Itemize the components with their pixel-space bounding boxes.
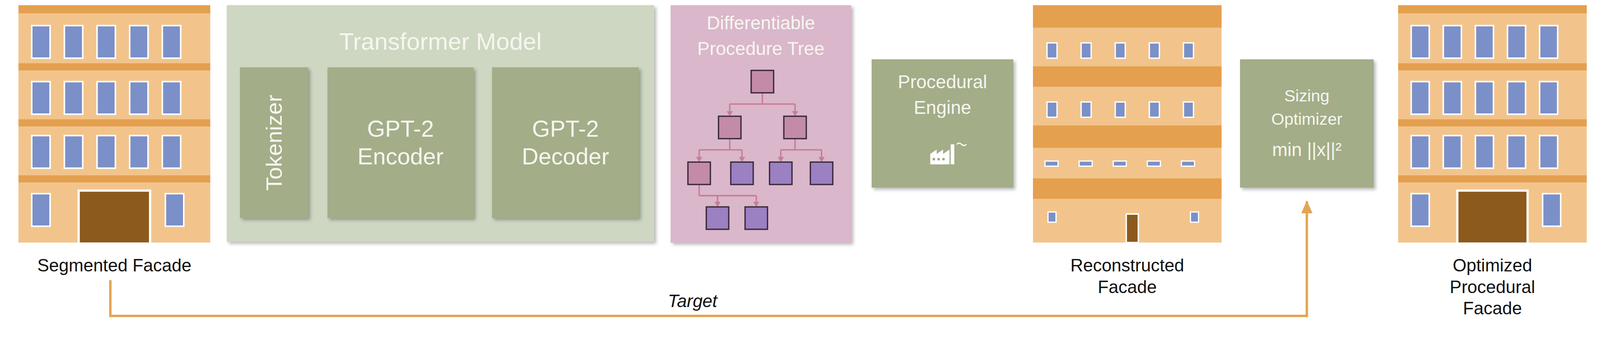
window xyxy=(1539,25,1558,59)
window xyxy=(64,25,83,59)
window xyxy=(1443,135,1462,169)
window xyxy=(1507,135,1526,169)
facade-band xyxy=(18,119,211,127)
window xyxy=(1183,42,1194,59)
facade-band xyxy=(1398,175,1587,183)
window xyxy=(1475,81,1494,115)
window xyxy=(162,81,181,115)
door xyxy=(78,190,151,243)
reconstructed-facade-illustration xyxy=(1032,5,1222,243)
facade-band xyxy=(1032,178,1222,200)
window xyxy=(1149,42,1160,59)
facade-caption: Optimized Procedural Facade xyxy=(1432,254,1553,320)
window xyxy=(1539,135,1558,169)
facade-band xyxy=(1398,119,1587,127)
window xyxy=(162,135,181,169)
window xyxy=(1443,25,1462,59)
facade-band xyxy=(1032,66,1222,87)
window xyxy=(1411,193,1430,227)
window xyxy=(1079,161,1093,167)
box-label: GPT-2 Decoder xyxy=(491,115,639,171)
box-title: Transformer Model xyxy=(232,26,649,58)
tree-box: Differentiable Procedure Tree xyxy=(670,5,852,243)
window xyxy=(1507,81,1526,115)
window xyxy=(1081,42,1092,59)
window xyxy=(129,81,149,115)
process-box: Sizing Optimizer min ||x||² xyxy=(1240,59,1374,188)
window xyxy=(97,81,116,115)
window xyxy=(129,25,149,59)
window xyxy=(64,81,83,115)
window xyxy=(97,135,116,169)
box-title: Differentiable Procedure Tree xyxy=(676,10,846,62)
facade-node: Segmented Facade xyxy=(18,5,211,277)
box-title: Procedural Engine xyxy=(877,69,1008,121)
window xyxy=(31,25,51,59)
facade-band xyxy=(1398,63,1587,71)
formula: min ||x||² xyxy=(1265,136,1348,163)
segmented-facade-illustration xyxy=(18,5,211,243)
window xyxy=(1475,135,1494,169)
process-box: Tokenizer xyxy=(239,67,309,219)
edge-label: Target xyxy=(667,291,718,312)
box-label: Tokenizer xyxy=(259,94,289,192)
facade-wall xyxy=(1032,5,1222,243)
window xyxy=(64,135,83,169)
facade-caption: Segmented Facade xyxy=(18,254,211,277)
window xyxy=(1048,212,1057,223)
window xyxy=(1507,25,1526,59)
facade-band xyxy=(1032,125,1222,149)
process-box: Procedural Engine xyxy=(871,59,1014,188)
window xyxy=(31,135,51,169)
optimized-facade-illustration xyxy=(1398,5,1587,243)
window xyxy=(1183,101,1194,118)
window xyxy=(31,193,51,227)
window xyxy=(1411,81,1430,115)
group-box: Transformer ModelTokenizer GPT-2 Encoder G… xyxy=(226,5,655,242)
window xyxy=(129,135,149,169)
window xyxy=(1081,101,1092,118)
window xyxy=(1443,81,1462,115)
facade-node: Optimized Procedural Facade xyxy=(1398,5,1587,320)
facade-band xyxy=(1032,5,1222,28)
window xyxy=(1411,135,1430,169)
window xyxy=(1542,193,1561,227)
facade-band xyxy=(18,63,211,71)
box-label: Sizing Optimizer xyxy=(1240,84,1374,132)
window xyxy=(165,193,184,227)
process-box: GPT-2 Decoder xyxy=(491,67,639,219)
facade-caption: Reconstructed Facade xyxy=(1059,254,1196,298)
facade-band xyxy=(18,5,211,14)
window xyxy=(162,25,181,59)
window xyxy=(31,81,51,115)
window xyxy=(1149,101,1160,118)
window xyxy=(1190,212,1199,223)
facade-node: Reconstructed Facade xyxy=(1032,5,1222,298)
facade-band xyxy=(1398,5,1587,14)
window xyxy=(1115,42,1126,59)
window xyxy=(1047,42,1058,59)
process-box: GPT-2 Encoder xyxy=(327,67,474,219)
window xyxy=(1047,101,1058,118)
window xyxy=(1115,101,1126,118)
window xyxy=(1411,25,1430,59)
window xyxy=(1044,161,1059,167)
window xyxy=(1475,25,1494,59)
window xyxy=(1113,161,1127,167)
window xyxy=(1181,161,1195,167)
door xyxy=(1126,214,1139,243)
door xyxy=(1457,190,1528,243)
window xyxy=(1539,81,1558,115)
window xyxy=(1147,161,1161,167)
window xyxy=(97,25,116,59)
box-label: GPT-2 Encoder xyxy=(327,115,474,171)
facade-band xyxy=(18,175,211,183)
